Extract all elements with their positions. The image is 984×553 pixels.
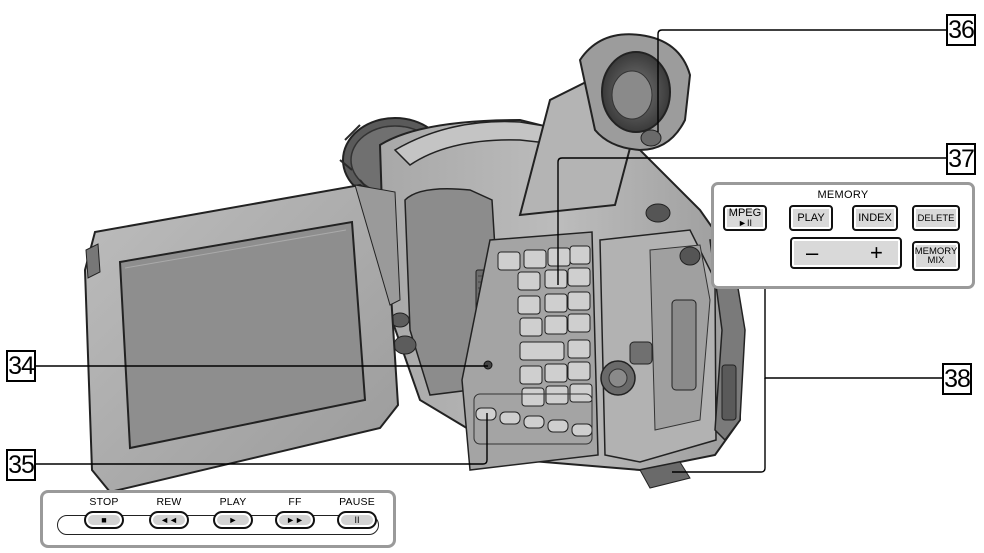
memory-mix-button[interactable]: MEMORY MIX <box>912 241 960 271</box>
callout-37: 37 <box>946 143 976 175</box>
memory-minus-button[interactable]: – <box>806 240 819 265</box>
memory-minus-plus-rocker: – + <box>790 237 902 269</box>
tape-transport-panel: STOP ■ REW ◄◄ PLAY ► FF ►► PAUSE II <box>40 490 396 548</box>
memory-plus-button[interactable]: + <box>870 240 883 265</box>
play-button[interactable]: ► <box>213 511 253 529</box>
memory-index-button[interactable]: INDEX <box>852 205 898 231</box>
callout-36: 36 <box>946 14 976 46</box>
pause-label: PAUSE <box>339 496 375 508</box>
memory-mix-line2: MIX <box>927 255 945 266</box>
mpeg-label: MPEG <box>728 207 762 219</box>
memory-delete-button[interactable]: DELETE <box>912 205 960 231</box>
callout-35: 35 <box>6 449 36 481</box>
mpeg-play-pause-label: ►II <box>738 218 752 228</box>
mpeg-play-pause-button[interactable]: MPEG ►II <box>723 205 767 231</box>
memory-mix-line1: MEMORY <box>914 246 958 257</box>
leader-lines <box>36 29 946 473</box>
rew-button[interactable]: ◄◄ <box>149 511 189 529</box>
pause-button[interactable]: II <box>337 511 377 529</box>
lcd-panel <box>83 183 401 494</box>
memory-control-panel: MEMORY MPEG ►II PLAY INDEX DELETE – + ME… <box>711 182 975 289</box>
callout-34: 34 <box>6 350 36 382</box>
memory-play-button[interactable]: PLAY <box>789 205 833 231</box>
callout-38: 38 <box>942 363 972 395</box>
ff-button[interactable]: ►► <box>275 511 315 529</box>
memory-title: MEMORY <box>817 189 869 201</box>
ff-label: FF <box>288 496 302 508</box>
viewfinder <box>518 33 692 217</box>
body-button-grid <box>473 245 593 445</box>
stop-label: STOP <box>89 496 119 508</box>
play-label: PLAY <box>219 496 247 508</box>
rew-label: REW <box>156 496 182 508</box>
stop-button[interactable]: ■ <box>84 511 124 529</box>
